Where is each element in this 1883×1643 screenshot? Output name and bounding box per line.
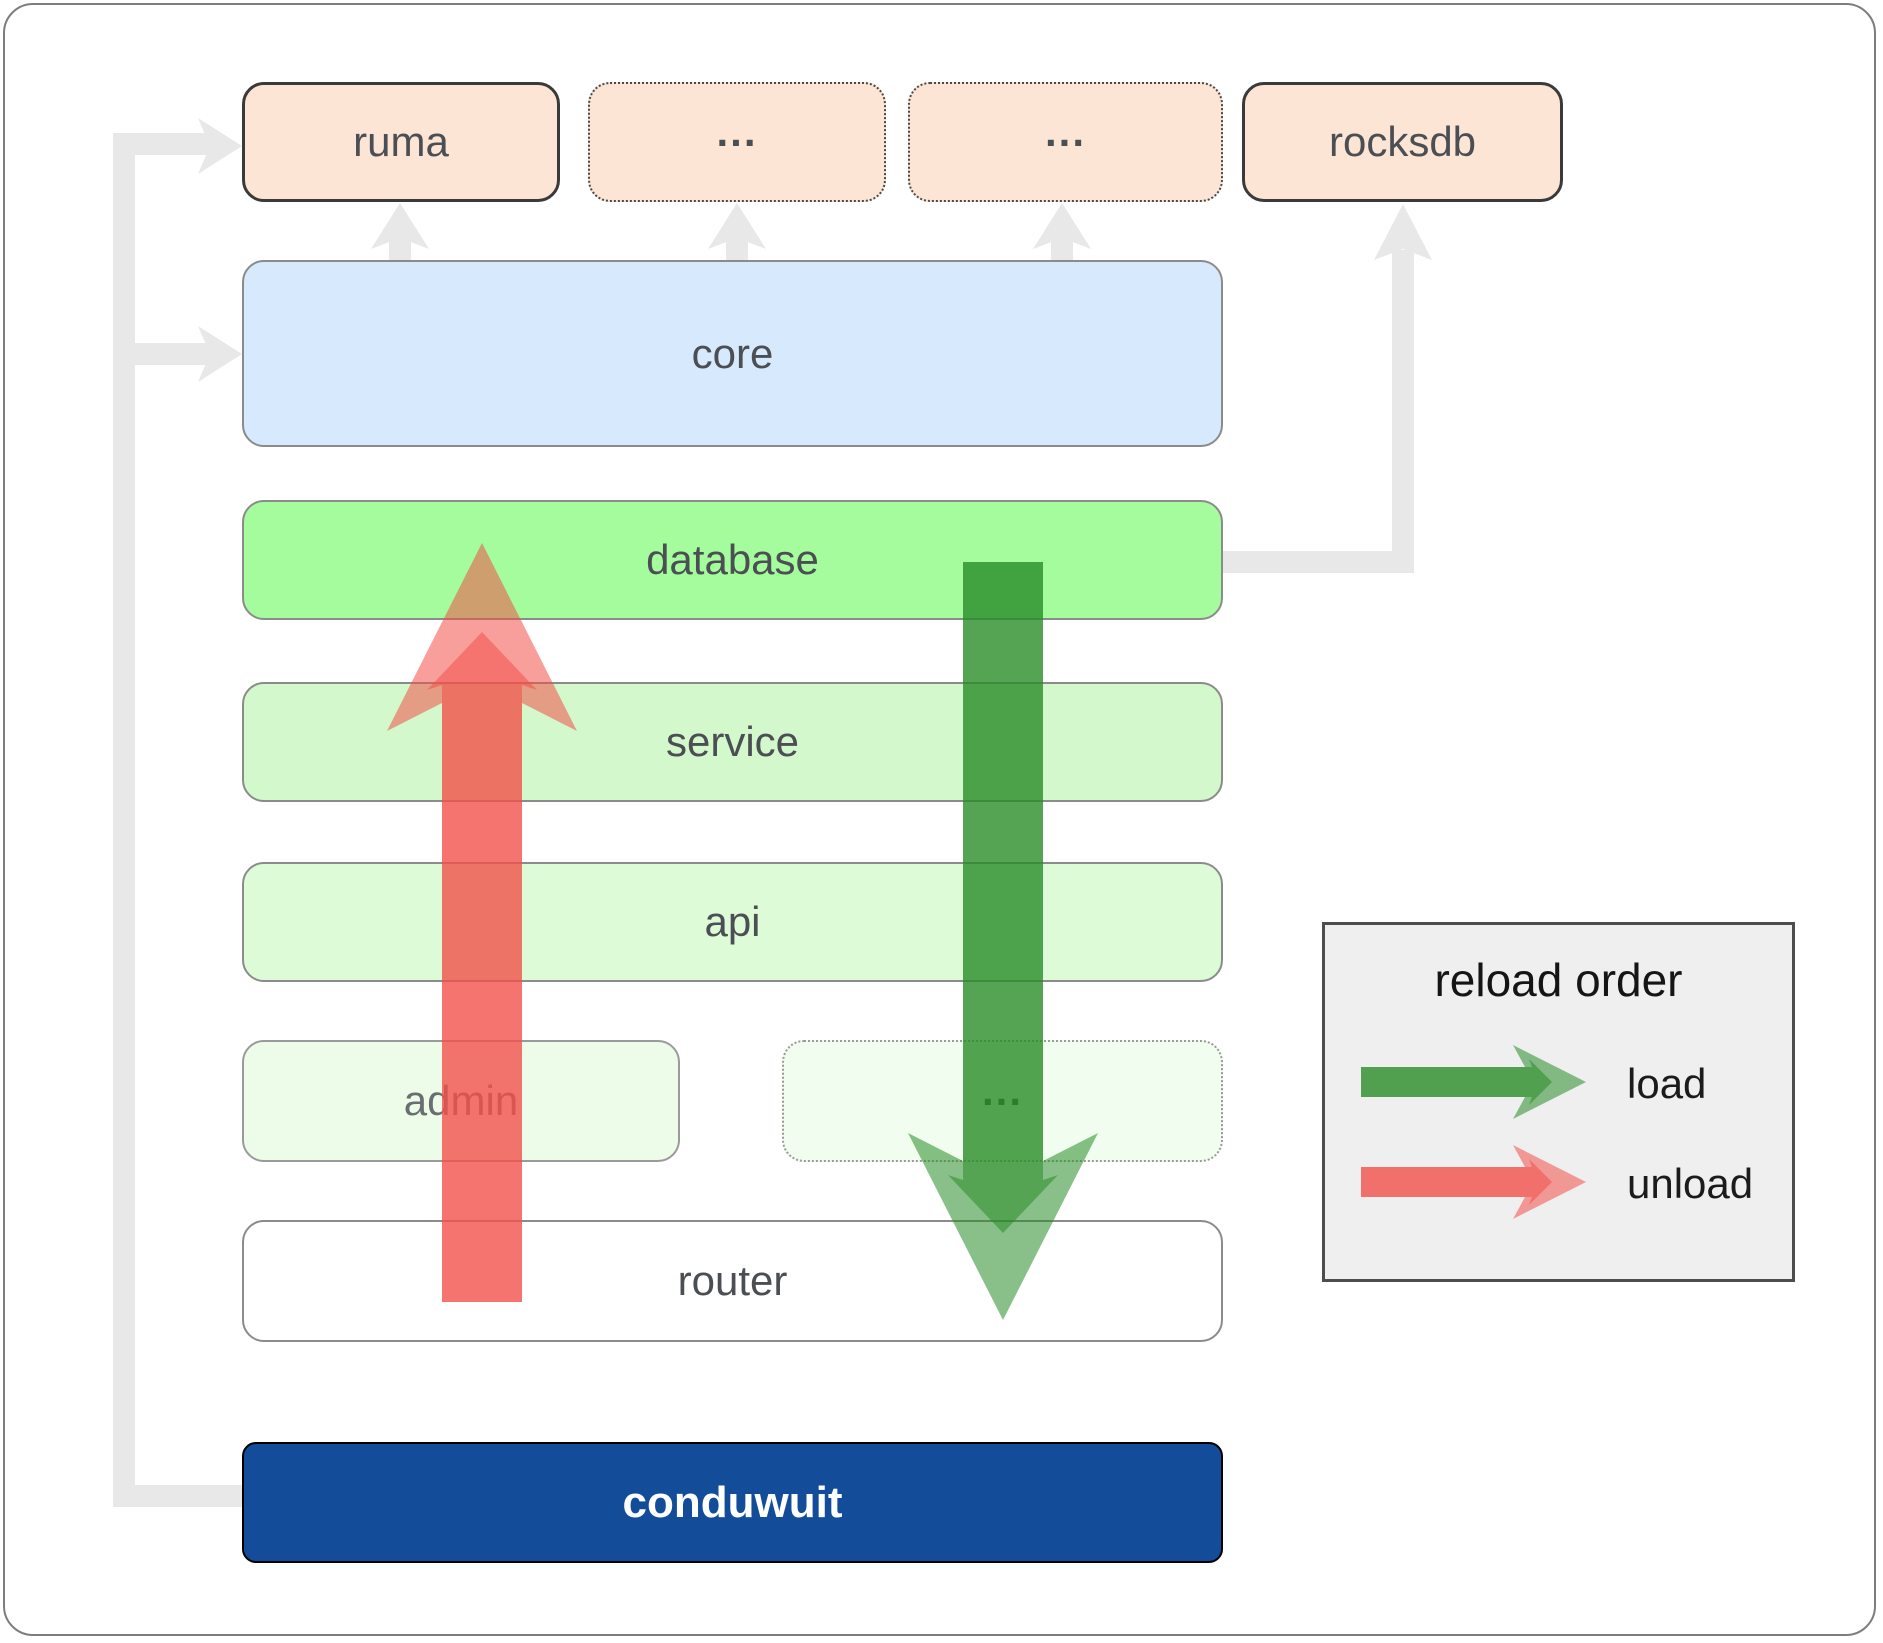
node-core: core — [242, 260, 1223, 447]
node-ruma-label: ruma — [353, 118, 449, 165]
node-ellipsis-admin: ... — [782, 1040, 1223, 1162]
legend-box: reload order load unload — [1322, 922, 1795, 1282]
node-api: api — [242, 862, 1223, 982]
node-admin: admin — [242, 1040, 680, 1162]
node-ellipsis-admin-label: ... — [981, 1067, 1023, 1114]
node-service: service — [242, 682, 1223, 802]
node-ruma: ruma — [242, 82, 560, 202]
node-database-label: database — [646, 536, 819, 583]
node-ellipsis-top-1: ... — [588, 82, 886, 202]
node-ellipsis-top-2-label: ... — [1044, 108, 1086, 155]
node-ellipsis-top-2: ... — [908, 82, 1223, 202]
legend-unload-arrow-icon — [1361, 1145, 1586, 1219]
node-database: database — [242, 500, 1223, 620]
node-conduwuit: conduwuit — [242, 1442, 1223, 1563]
node-rocksdb-label: rocksdb — [1328, 118, 1477, 165]
node-router: router — [242, 1220, 1223, 1342]
node-admin-label: admin — [403, 1077, 519, 1124]
node-api-label: api — [704, 898, 761, 945]
node-core-label: core — [691, 329, 774, 377]
legend-load-label: load — [1627, 1060, 1707, 1107]
node-conduwuit-label: conduwuit — [622, 1477, 843, 1527]
legend-load-arrow-icon — [1361, 1045, 1586, 1119]
node-service-label: service — [665, 718, 800, 765]
node-rocksdb: rocksdb — [1242, 82, 1563, 202]
node-router-label: router — [677, 1257, 788, 1304]
node-ellipsis-top-1-label: ... — [716, 108, 758, 155]
legend-title: reload order — [1434, 954, 1683, 1006]
outer-frame — [3, 3, 1876, 1636]
legend-unload-label: unload — [1627, 1160, 1754, 1207]
